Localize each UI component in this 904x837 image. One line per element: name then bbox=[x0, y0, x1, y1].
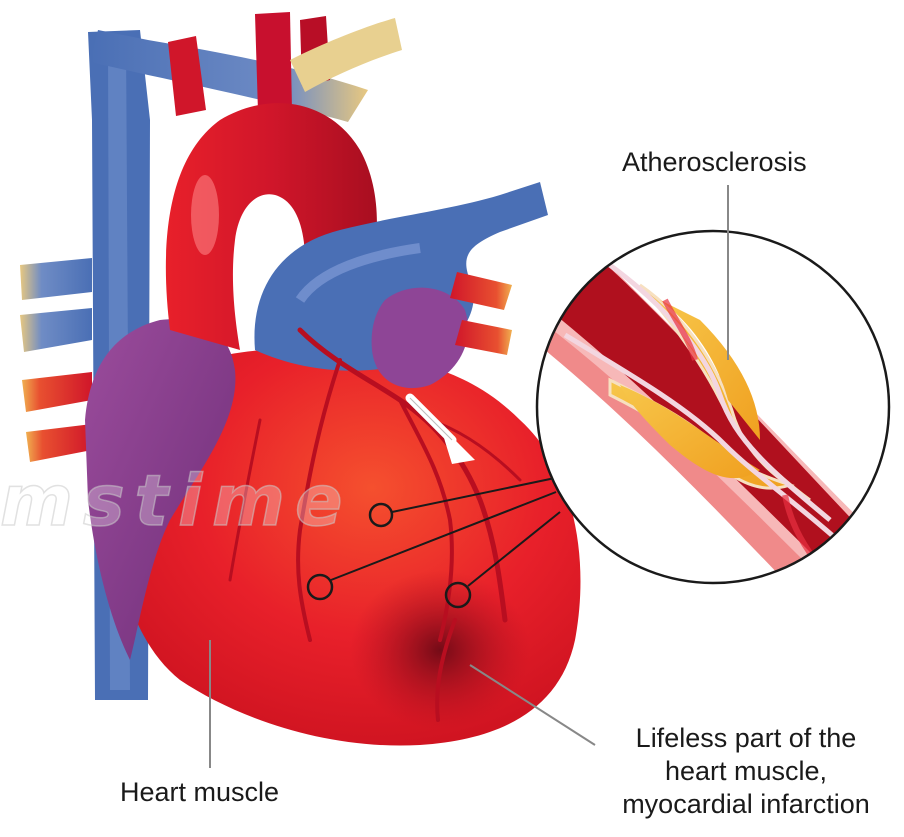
infarction-label: Lifeless part of the heart muscle, myoca… bbox=[600, 722, 892, 821]
side-vessels bbox=[20, 258, 92, 462]
infarction-label-line-2: heart muscle, bbox=[600, 755, 892, 788]
infarction-label-line-3: myocardial infarction bbox=[600, 788, 892, 821]
aorta-highlight bbox=[191, 175, 219, 255]
zoom-circle bbox=[520, 220, 904, 700]
atherosclerosis-label: Atherosclerosis bbox=[622, 146, 807, 179]
infarction-label-line-1: Lifeless part of the bbox=[600, 722, 892, 755]
watermark-text: mstime bbox=[0, 460, 352, 542]
left-atrium bbox=[372, 288, 469, 388]
heart-muscle-label: Heart muscle bbox=[120, 776, 279, 809]
